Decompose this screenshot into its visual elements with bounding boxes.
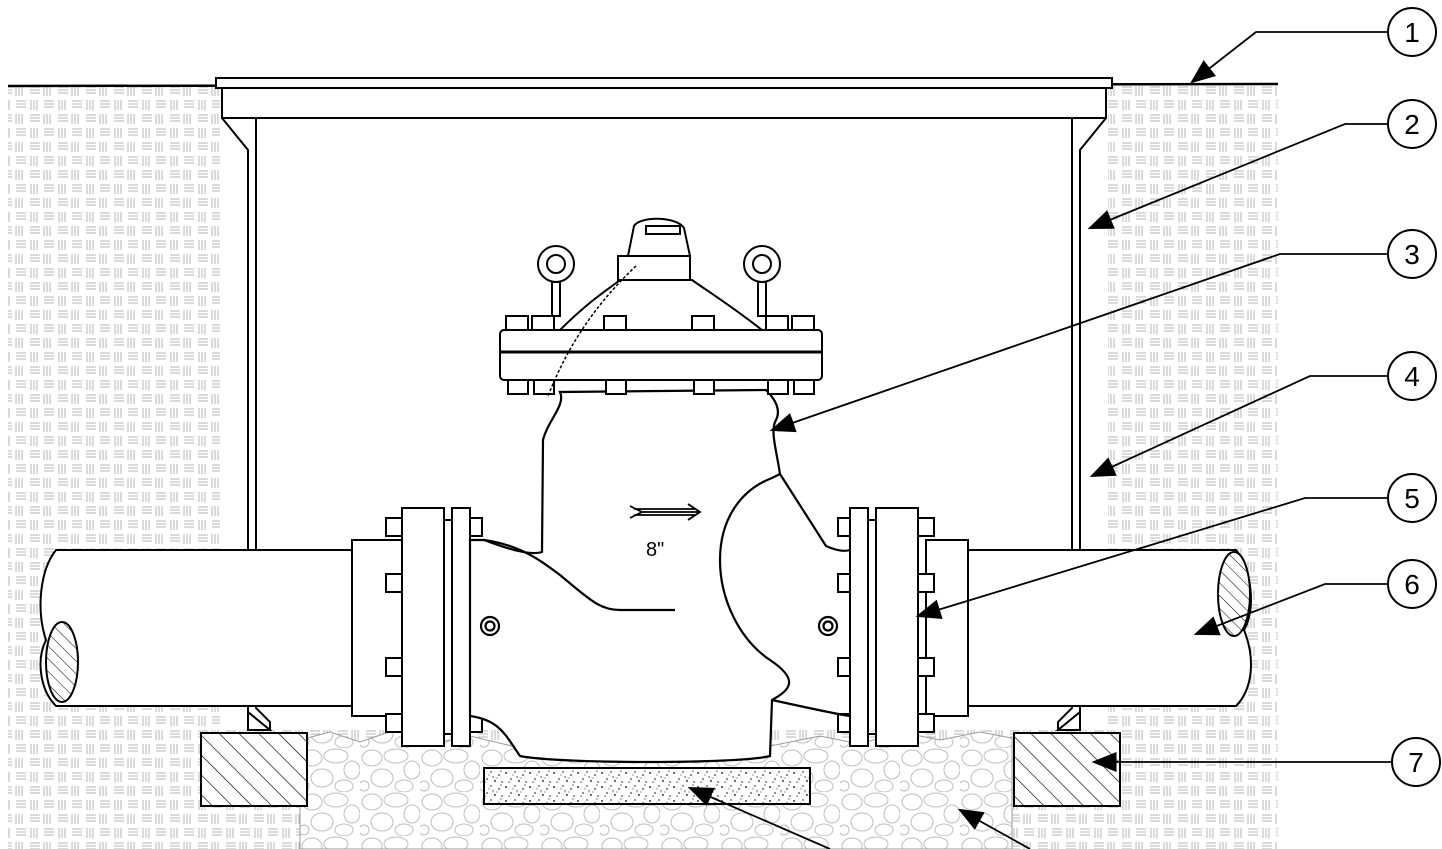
callout-4 [1387, 351, 1437, 401]
concrete-support-block-right [1013, 732, 1121, 807]
concrete-support-block-left [200, 732, 308, 807]
valve-box-wall-right [1055, 117, 1107, 731]
flange-adapter-left [351, 507, 483, 747]
sand-pad [483, 767, 811, 805]
flow-direction-arrow-icon [629, 503, 702, 521]
callout-2-number: 2 [1404, 109, 1420, 140]
callout-7 [1391, 737, 1441, 787]
callout-5 [1387, 473, 1437, 523]
valve-bonnet [499, 217, 823, 395]
valve-box-wall-left [221, 117, 273, 731]
valve-box [215, 77, 1113, 731]
flange-adapter-right [837, 507, 969, 747]
pipe-left [39, 549, 353, 707]
callout-1 [1387, 7, 1437, 57]
tag-chain [547, 265, 637, 397]
callout-7-number: 7 [1408, 747, 1424, 778]
valve-body [468, 388, 851, 764]
callout-6 [1387, 559, 1437, 609]
valve-size-label: 8" [646, 539, 664, 561]
callout-3 [1387, 229, 1437, 279]
callouts [687, 31, 1392, 849]
callout-3-number: 3 [1404, 239, 1420, 270]
valve-box-lid [215, 77, 1113, 89]
callout-2 [1387, 99, 1437, 149]
pipe-right [967, 549, 1252, 707]
callout-5-number: 5 [1404, 483, 1420, 514]
callout-6-number: 6 [1404, 569, 1420, 600]
callout-4-number: 4 [1404, 361, 1420, 392]
callout-1-number: 1 [1404, 17, 1420, 48]
